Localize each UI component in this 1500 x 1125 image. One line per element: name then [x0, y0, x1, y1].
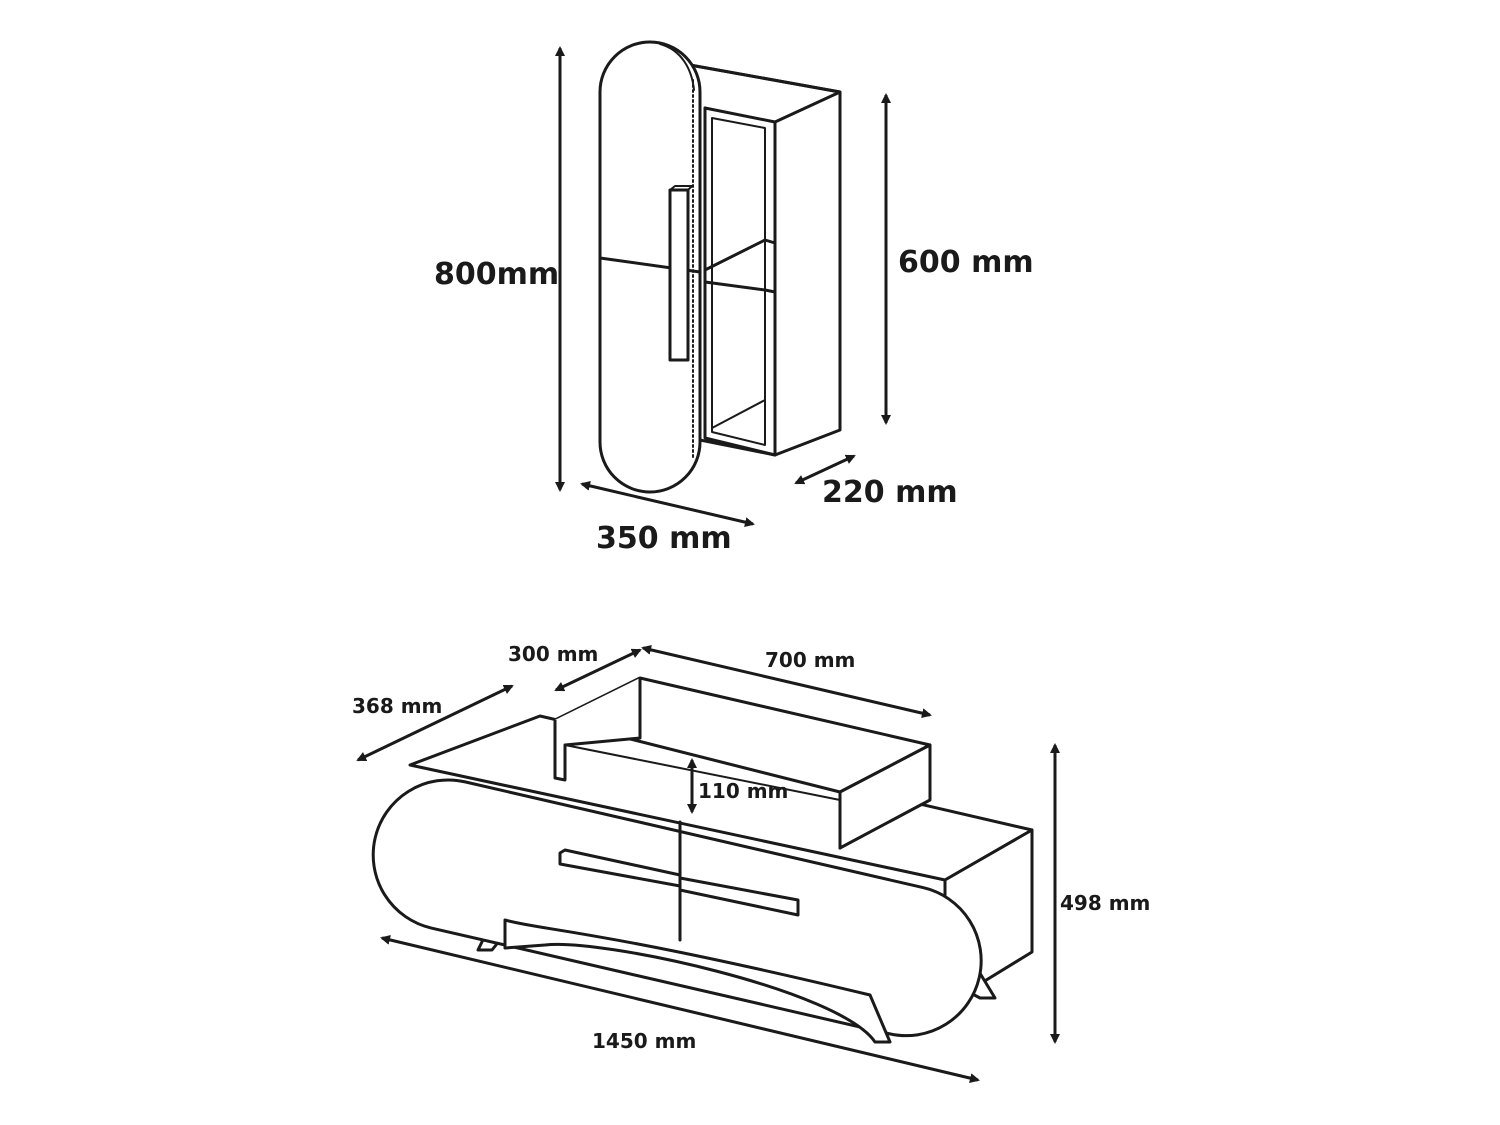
tv-stand-dimension-lines	[356, 644, 1060, 1084]
label-stand-width: 1450 mm	[592, 1029, 696, 1053]
label-shelf-width: 700 mm	[765, 648, 855, 672]
label-shelf-depth: 300 mm	[508, 642, 598, 666]
label-stand-depth: 368 mm	[352, 694, 442, 718]
label-cabinet-depth: 220 mm	[822, 475, 958, 510]
label-stand-height: 498 mm	[1060, 891, 1150, 915]
label-total-height: 800mm	[434, 257, 559, 292]
label-body-height: 600 mm	[898, 245, 1034, 280]
wall-cabinet-drawing	[598, 40, 842, 494]
wall-cabinet-dimension-lines	[555, 46, 891, 528]
label-shelf-height: 110 mm	[698, 779, 788, 803]
label-cabinet-width: 350 mm	[596, 521, 732, 556]
tv-stand-drawing	[371, 676, 1034, 1044]
